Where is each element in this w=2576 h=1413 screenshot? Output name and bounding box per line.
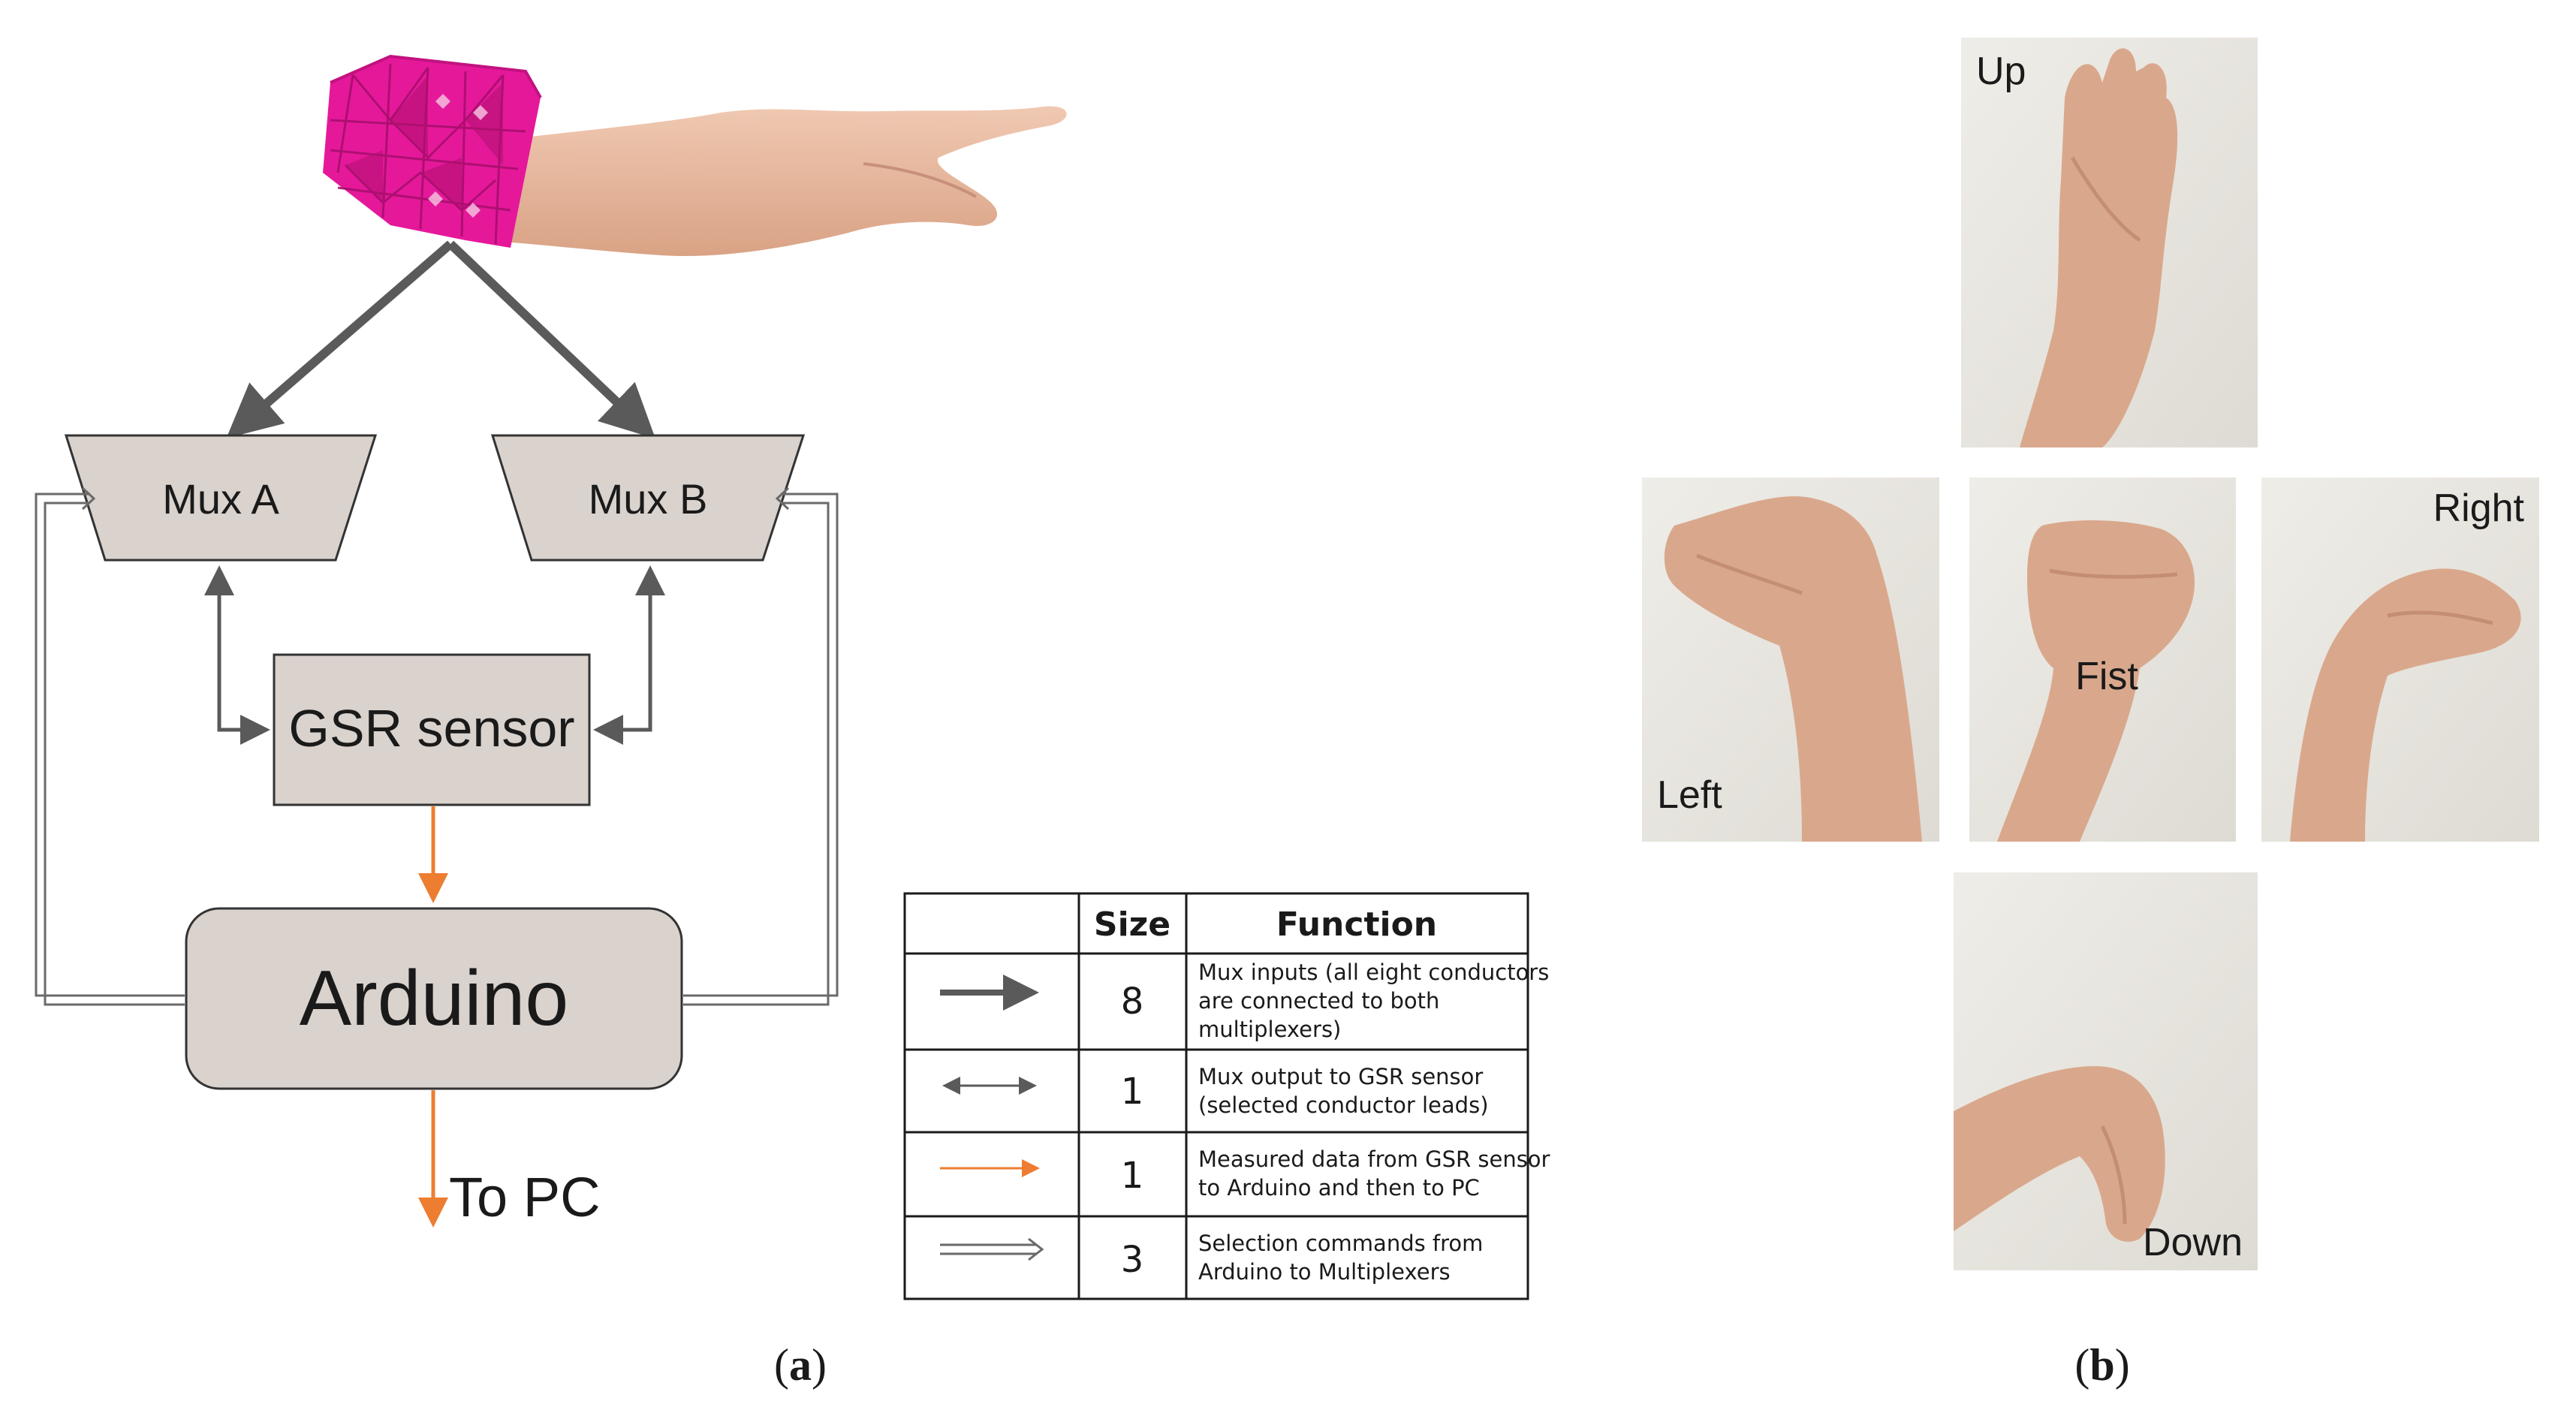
mux-b-gsr-connector (593, 565, 665, 745)
gesture-photo-right: Right (2261, 478, 2539, 842)
legend-table: Size Function 8 Mux inputs (all eight co… (903, 892, 1557, 1300)
row-1-size: 8 (1121, 981, 1144, 1023)
gesture-photo-fist: Fist (1969, 478, 2236, 842)
mux-a-block (64, 434, 378, 562)
mux-a-gsr-connector (204, 565, 270, 745)
selection-command-right (683, 487, 839, 1006)
row-1-function: Mux inputs (all eight conductors are con… (1198, 960, 1556, 1042)
row-3-size: 1 (1121, 1155, 1144, 1197)
row-2-function: Mux output to GSR sensor (selected condu… (1198, 1064, 1490, 1118)
label-fist: Fist (2075, 655, 2138, 698)
arduino-label: Arduino (300, 955, 568, 1042)
gesture-photo-down: Down (1954, 872, 2258, 1270)
gesture-photo-left: Left (1642, 478, 1939, 842)
row-2-size: 1 (1121, 1071, 1144, 1113)
thick-arrow-to-mux-a (226, 240, 453, 438)
table-header-function: Function (1276, 905, 1437, 944)
to-pc-label: To PC (449, 1166, 601, 1228)
label-up: Up (1976, 50, 2026, 93)
row-4-function: Selection commands from Arduino to Multi… (1198, 1231, 1490, 1285)
gesture-photo-up: Up (1961, 38, 2258, 447)
double-line-arrow-icon (940, 1237, 1044, 1261)
mux-b-label: Mux B (589, 475, 708, 523)
gsr-sensor-block (273, 653, 591, 806)
label-left: Left (1657, 773, 1722, 817)
panel-label-b: (b) (2074, 1340, 2129, 1390)
forearm-hand (481, 106, 1067, 256)
thick-arrow-to-mux-b (447, 240, 656, 439)
row-3-function: Measured data from GSR sensor to Arduino… (1198, 1146, 1557, 1201)
mux-a-label: Mux A (162, 475, 279, 523)
mux-b-block (490, 434, 806, 562)
selection-command-left (35, 487, 185, 1006)
gsr-sensor-label: GSR sensor (288, 699, 574, 758)
wristband-hand-illustration (323, 54, 1067, 256)
arduino-block (185, 907, 683, 1090)
row-4-size: 3 (1121, 1239, 1144, 1281)
wristband (323, 54, 542, 248)
table-header-size: Size (1094, 905, 1170, 944)
label-down: Down (2143, 1221, 2243, 1264)
label-right: Right (2433, 487, 2525, 530)
panel-label-a: (a) (774, 1340, 827, 1390)
